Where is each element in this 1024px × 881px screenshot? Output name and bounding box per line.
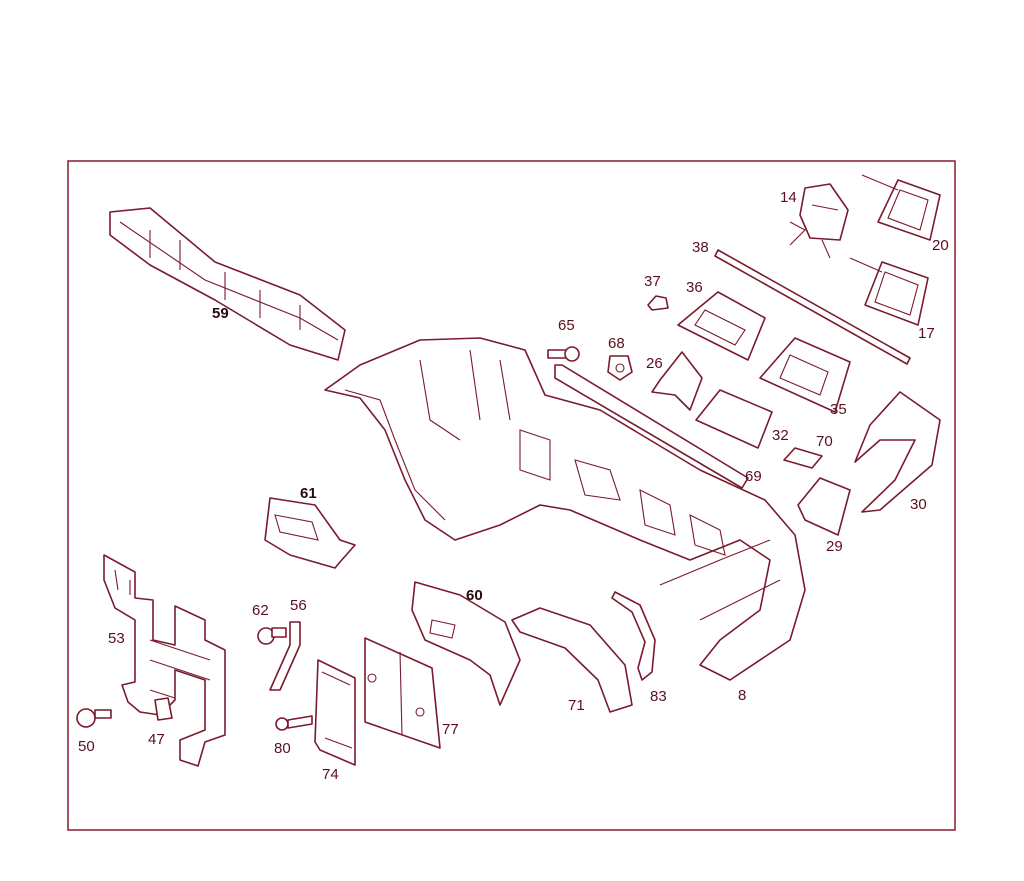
- part-71-trim[interactable]: [511, 607, 633, 713]
- part-61-block[interactable]: [264, 497, 356, 569]
- label-26: 26: [646, 355, 663, 372]
- part-68-nut[interactable]: [607, 355, 633, 381]
- part-56-strap[interactable]: [269, 621, 301, 691]
- label-77: 77: [442, 721, 459, 738]
- label-38: 38: [692, 239, 709, 256]
- label-68: 68: [608, 335, 625, 352]
- part-65-bolt[interactable]: [547, 346, 580, 362]
- part-37-clip[interactable]: [647, 295, 669, 311]
- part-14-bracket[interactable]: [789, 183, 849, 259]
- part-38-rail[interactable]: [714, 249, 911, 365]
- part-30-flare[interactable]: [854, 391, 941, 513]
- label-14: 14: [780, 189, 797, 206]
- label-70: 70: [816, 433, 833, 450]
- part-20-housing[interactable]: [861, 174, 941, 241]
- diagram-frame: [67, 160, 956, 831]
- label-74: 74: [322, 766, 339, 783]
- label-61: 61: [300, 485, 317, 502]
- label-80: 80: [274, 740, 291, 757]
- part-59-absorber[interactable]: [109, 207, 346, 361]
- label-37: 37: [644, 273, 661, 290]
- part-17-housing[interactable]: [849, 257, 929, 326]
- part-80-screw[interactable]: [275, 715, 313, 731]
- part-29-trim[interactable]: [797, 477, 851, 536]
- label-62: 62: [252, 602, 269, 619]
- part-60-absorber[interactable]: [411, 581, 521, 706]
- label-17: 17: [918, 325, 935, 342]
- label-59: 59: [212, 305, 229, 322]
- label-53: 53: [108, 630, 125, 647]
- label-20: 20: [932, 237, 949, 254]
- part-77-plate[interactable]: [364, 637, 441, 749]
- part-36-cover[interactable]: [677, 291, 766, 361]
- part-32-panel[interactable]: [695, 389, 773, 449]
- label-56: 56: [290, 597, 307, 614]
- part-53-bracket[interactable]: [103, 554, 226, 767]
- part-62-bolt[interactable]: [257, 627, 287, 645]
- part-bumper-cover[interactable]: [324, 337, 806, 681]
- label-30: 30: [910, 496, 927, 513]
- part-70-pad[interactable]: [783, 447, 823, 469]
- label-65: 65: [558, 317, 575, 334]
- part-83-seal[interactable]: [611, 591, 656, 681]
- label-29: 29: [826, 538, 843, 555]
- label-36: 36: [686, 279, 703, 296]
- label-32: 32: [772, 427, 789, 444]
- label-50: 50: [78, 738, 95, 755]
- part-35-cover[interactable]: [759, 337, 851, 413]
- part-26-trim[interactable]: [651, 351, 703, 411]
- label-71: 71: [568, 697, 585, 714]
- part-50-bolt[interactable]: [76, 708, 112, 728]
- label-83: 83: [650, 688, 667, 705]
- label-60: 60: [466, 587, 483, 604]
- label-47: 47: [148, 731, 165, 748]
- part-69-strip[interactable]: [554, 364, 749, 489]
- part-47-clip[interactable]: [154, 697, 173, 721]
- label-8: 8: [738, 687, 746, 704]
- label-69: 69: [745, 468, 762, 485]
- label-35: 35: [830, 401, 847, 418]
- part-74-plate[interactable]: [314, 659, 356, 766]
